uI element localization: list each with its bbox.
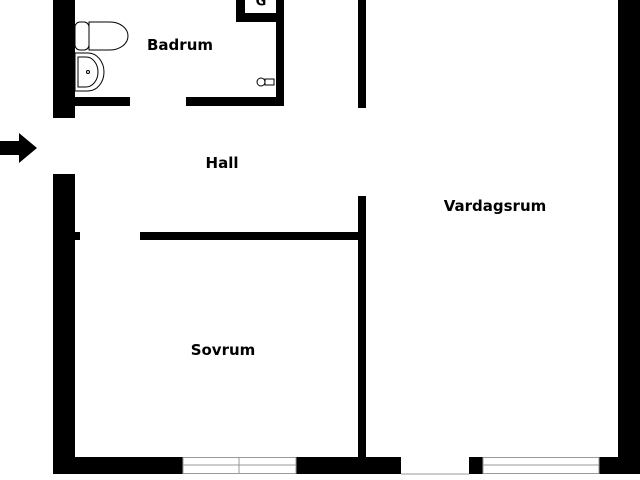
outer-wall-left-bottom [53, 174, 75, 474]
outer-wall-bottom-1 [53, 457, 183, 474]
closet-label: G [255, 0, 267, 10]
middle-wall-top [358, 0, 366, 108]
wall-stub [75, 232, 80, 240]
windows [182, 457, 600, 474]
bathroom-wall-2 [186, 97, 284, 106]
room-label-hall: Hall [205, 154, 239, 172]
outer-wall-bottom-4 [599, 457, 640, 474]
toilet-icon [74, 21, 129, 51]
closet-inner [245, 0, 276, 13]
room-label-bedroom: Sovrum [190, 341, 256, 359]
room-label-living-room: Vardagsrum [443, 197, 547, 215]
bathroom-wall-1 [75, 97, 130, 106]
walls [53, 0, 640, 474]
entrance-arrow-icon [0, 133, 37, 163]
outer-wall-left-top [53, 0, 75, 118]
outer-wall-bottom-3 [469, 457, 483, 474]
middle-wall-bottom [358, 196, 366, 474]
shower-icon [256, 77, 275, 87]
bathroom-wall-right [276, 15, 284, 106]
outer-wall-bottom-2 [296, 457, 401, 474]
sink-icon [74, 52, 105, 92]
room-label-bathroom: Badrum [147, 36, 213, 54]
bedroom-wall [140, 232, 358, 240]
outer-wall-right [618, 0, 640, 474]
